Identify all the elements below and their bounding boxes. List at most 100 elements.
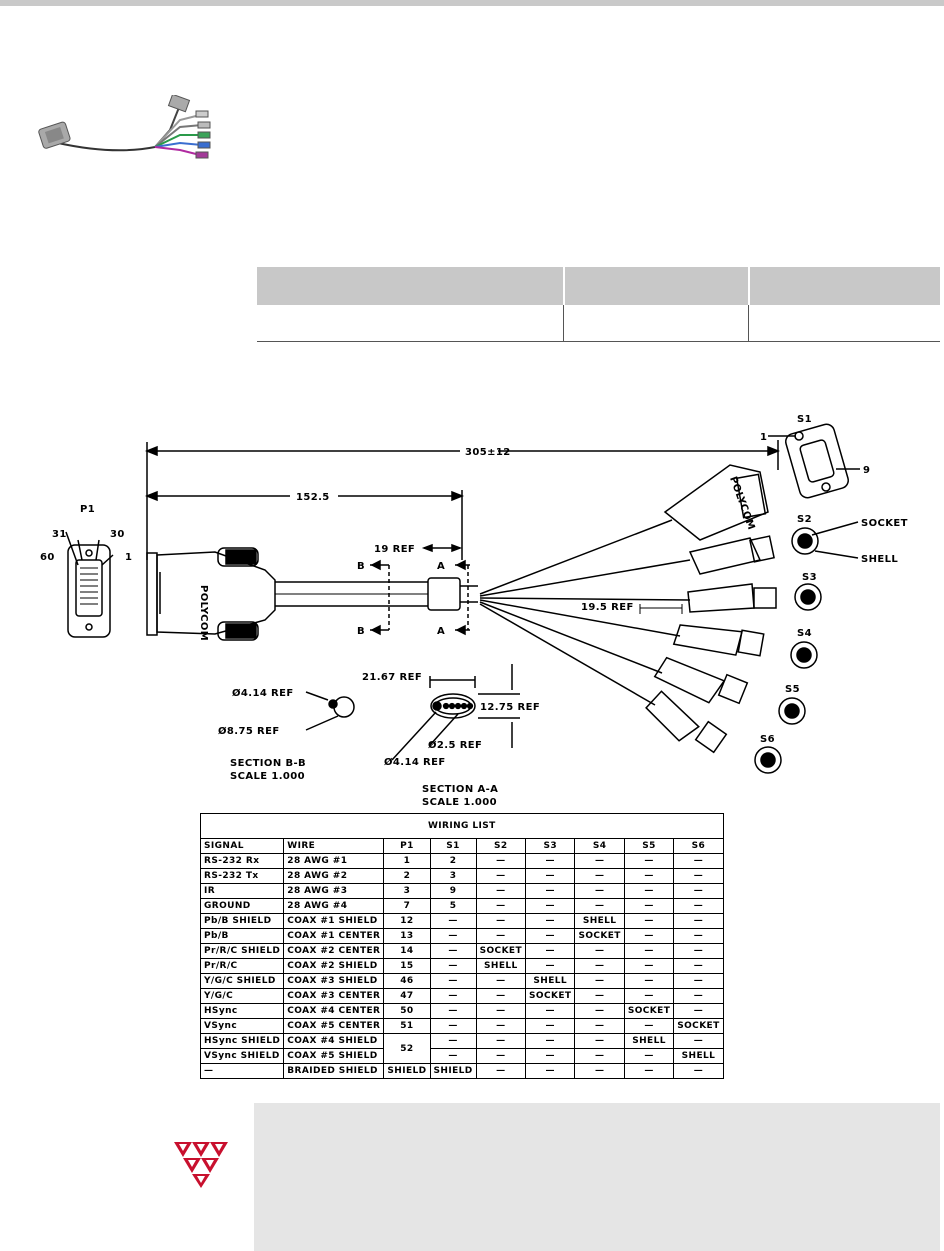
table-cell: 28 AWG #3 [283,883,385,899]
table-cell: Pr/R/C [199,958,285,974]
table-cell: — [525,928,576,944]
table-cell: — [475,913,527,929]
table-cell: VSync [199,1018,285,1034]
table-cell: — [623,928,675,944]
table-cell: — [673,1003,724,1019]
dia-4-14-ref: Ø4.14 REF [232,687,294,699]
table-cell: — [475,1033,527,1049]
table-cell: — [429,1048,477,1064]
table-cell: SOCKET [525,988,576,1004]
table-cell: 46 [383,973,431,989]
s3-label: S3 [802,572,817,583]
wiring-list-table: WIRING LIST SIGNAL WIRE P1 S1 S2 S3 S4 S… [199,813,724,1079]
spec-divider [748,305,749,342]
table-cell: 5 [429,898,477,914]
dia-8-75-ref: Ø8.75 REF [218,725,280,737]
table-cell: — [429,928,477,944]
p1-pin-31: 31 [52,529,67,540]
table-cell: Pb/B [199,928,285,944]
table-cell: — [525,1033,576,1049]
table-cell: HSync SHIELD [199,1033,285,1049]
table-cell: 1 [383,853,431,869]
table-cell: — [574,1063,625,1079]
table-cell: 9 [429,883,477,899]
spec-cell [257,305,563,342]
section-b-bottom: B [357,626,365,637]
col-header: SIGNAL [199,838,285,854]
table-cell: — [525,913,576,929]
table-cell: SHIELD [383,1063,431,1079]
s1-pin-1: 1 [760,432,767,443]
table-cell: COAX #2 SHIELD [283,958,385,974]
table-cell: SHELL [475,958,527,974]
table-cell: SOCKET [623,1003,675,1019]
spec-table-header [257,267,940,305]
table-cell: — [525,958,576,974]
wiring-list-title: WIRING LIST [200,813,724,839]
table-cell: 14 [383,943,431,959]
col-header: P1 [383,838,431,854]
table-cell: — [623,853,675,869]
table-cell: — [623,913,675,929]
table-cell: — [475,883,527,899]
table-cell: — [475,868,527,884]
table-cell: 52 [383,1033,431,1064]
spec-table [257,267,940,343]
table-cell: — [429,958,477,974]
table-cell: — [475,928,527,944]
table-cell: — [673,898,724,914]
s1-pin-9: 9 [863,465,870,476]
table-cell: — [623,958,675,974]
table-cell: RS-232 Tx [199,868,285,884]
table-cell: — [525,1063,576,1079]
table-cell: — [475,1063,527,1079]
table-cell: — [525,1018,576,1034]
table-cell: Y/G/C SHIELD [199,973,285,989]
table-cell: BRAIDED SHIELD [283,1063,385,1079]
table-cell: Pb/B SHIELD [199,913,285,929]
table-cell: — [673,868,724,884]
table-cell: — [429,1018,477,1034]
table-cell: — [429,1003,477,1019]
table-cell: Y/G/C [199,988,285,1004]
s1-label: S1 [797,414,812,425]
table-cell: COAX #4 SHIELD [283,1033,385,1049]
section-b-top: B [357,561,365,572]
table-cell: — [673,853,724,869]
table-cell: — [574,1033,625,1049]
table-cell: — [673,883,724,899]
table-cell: COAX #2 CENTER [283,943,385,959]
table-cell: — [475,853,527,869]
spec-bottom-rule [257,341,940,342]
s5-label: S5 [785,684,800,695]
table-cell: — [429,988,477,1004]
table-cell: — [574,1018,625,1034]
p1-label: P1 [80,504,95,515]
table-cell: 3 [429,868,477,884]
s2-shell-label: SHELL [861,554,898,565]
table-cell: SOCKET [475,943,527,959]
table-cell: — [525,943,576,959]
table-cell: — [673,1063,724,1079]
dim-19-5-ref: 19.5 REF [581,602,634,613]
dim-half-length: 152.5 [296,492,330,503]
table-cell: HSync [199,1003,285,1019]
table-cell: 2 [429,853,477,869]
spec-divider [563,267,565,341]
spec-cell [565,305,748,342]
table-cell: 28 AWG #2 [283,868,385,884]
table-cell: 28 AWG #4 [283,898,385,914]
wiring-header-row: SIGNAL WIRE P1 S1 S2 S3 S4 S5 S6 [199,838,724,854]
cable-technical-drawing: 305±12 152.5 19 REF 19.5 REF B B A A P1 … [40,414,907,808]
table-cell: — [429,1033,477,1049]
table-cell: — [475,1018,527,1034]
table-cell: 7 [383,898,431,914]
